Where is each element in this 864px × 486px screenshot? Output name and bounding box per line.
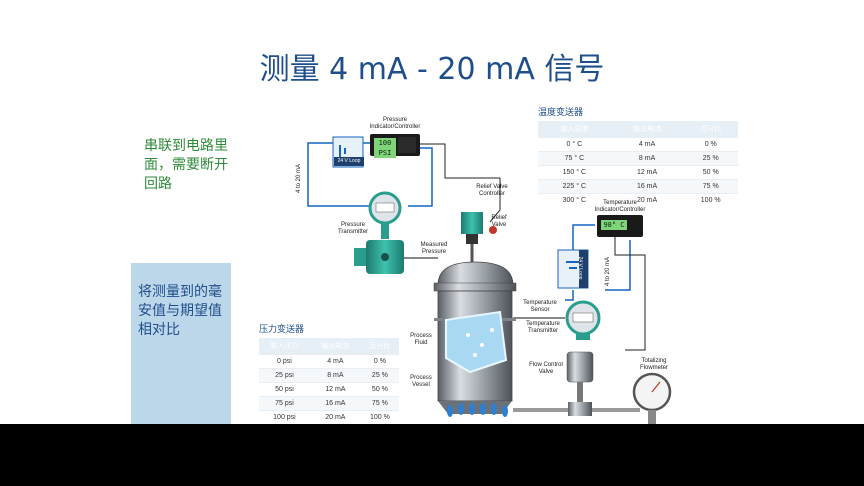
relief-valve-label: Relief Valve <box>491 215 507 228</box>
bottom-black-bar <box>0 424 864 486</box>
table-cell: 12 mA <box>309 382 361 397</box>
column-header: 百分比 <box>360 338 399 355</box>
table-cell: 12 mA <box>610 165 684 180</box>
compare-note: 将测量到的毫安值与期望值相对比 <box>138 284 222 338</box>
right-loop-label: 24 V Loop <box>577 256 583 280</box>
table-cell: 150 ° C <box>538 165 611 180</box>
table-cell: 75 % <box>683 179 738 194</box>
table-cell: 25 psi <box>259 368 310 383</box>
right-current-loop <box>565 224 631 301</box>
table-cell: 100 % <box>683 193 738 207</box>
pressure-table: 输入压力 输出电流 百分比 0 psi 4 mA 0 % 25 psi 8 mA… <box>259 338 399 424</box>
process-vessel <box>433 261 517 414</box>
table-row: 150 ° C 12 mA 50 % <box>538 165 738 180</box>
table-row: 75 ° C 8 mA 25 % <box>538 151 738 166</box>
totalizing-flowmeter <box>632 372 672 424</box>
right-range-label: 4 to 20 mA <box>605 256 611 286</box>
table-row: 50 psi 12 mA 50 % <box>259 382 399 397</box>
table-cell: 50 % <box>683 165 738 180</box>
temperature-table-title: 温度变送器 <box>538 108 584 118</box>
burner-flames <box>447 403 508 417</box>
table-cell: 0 psi <box>259 354 310 369</box>
column-header: 输入温度 <box>538 121 611 138</box>
pressure-controller-label: Pressure Indicator/Controller <box>369 117 421 130</box>
series-connection-note: 串联到电路里面，需要断开回路 <box>144 138 228 192</box>
table-row: 100 psi 20 mA 100 % <box>259 410 399 424</box>
table-cell: 75 ° C <box>538 151 611 166</box>
relief-valve-controller-label: Relief Valve Controller <box>476 184 508 197</box>
column-header: 输入压力 <box>259 338 310 355</box>
table-cell: 16 mA <box>309 396 361 411</box>
temperature-sensor-label: Temperature Sensor <box>523 300 557 313</box>
table-row: 0 ° C 4 mA 0 % <box>538 137 738 152</box>
compare-note-box <box>131 263 231 425</box>
table-cell: 25 % <box>360 368 399 383</box>
table-cell: 8 mA <box>610 151 684 166</box>
table-cell: 20 mA <box>610 193 684 207</box>
flow-control-valve <box>513 351 640 416</box>
totalizing-flowmeter-label: Totalizing Flowmeter <box>639 358 668 371</box>
table-cell: 0 ° C <box>538 137 611 152</box>
table-cell: 8 mA <box>309 368 361 383</box>
table-cell: 20 mA <box>309 410 361 424</box>
table-cell: 16 mA <box>610 179 684 194</box>
measured-pressure-label: Measured Pressure <box>420 242 448 255</box>
column-header: 输出电流 <box>309 338 361 355</box>
pressure-transmitter <box>354 191 438 274</box>
table-cell: 0 % <box>360 354 399 369</box>
table-cell: 75 psi <box>259 396 310 411</box>
table-cell: 0 % <box>683 137 738 152</box>
pressure-table-title: 压力变送器 <box>259 325 305 335</box>
temperature-display: 98° C <box>601 220 627 230</box>
temperature-transmitter-label: Temperature Transmitter <box>526 321 560 334</box>
table-cell: 75 % <box>360 396 399 411</box>
temperature-transmitter <box>513 300 601 340</box>
left-loop-label: 24 V Loop <box>337 158 361 164</box>
left-range-label: 4 to 20 mA <box>296 163 302 193</box>
table-row: 0 psi 4 mA 0 % <box>259 354 399 369</box>
relief-valve <box>461 212 497 262</box>
table-cell: 300 ° C <box>538 193 611 207</box>
column-header: 输出电流 <box>610 121 684 138</box>
table-row: 225 ° C 16 mA 75 % <box>538 179 738 194</box>
table-cell: 225 ° C <box>538 179 611 194</box>
column-header: 百分比 <box>683 121 738 138</box>
table-cell: 25 % <box>683 151 738 166</box>
table-cell: 4 mA <box>309 354 361 369</box>
table-header-row: 输入压力 输出电流 百分比 <box>259 338 399 355</box>
table-row: 75 psi 16 mA 75 % <box>259 396 399 411</box>
pressure-display: 100 PSI <box>374 138 396 158</box>
table-cell: 100 % <box>360 410 399 424</box>
process-vessel-label: Process Vessel <box>410 375 432 388</box>
table-cell: 100 psi <box>259 410 310 424</box>
table-header-row: 输入温度 输出电流 百分比 <box>538 121 738 138</box>
process-fluid-label: Process Fluid <box>410 333 432 346</box>
table-cell: 50 psi <box>259 382 310 397</box>
table-cell: 50 % <box>360 382 399 397</box>
flow-control-valve-label: Flow Control Valve <box>529 362 563 375</box>
table-cell: 4 mA <box>610 137 684 152</box>
temperature-table: 输入温度 输出电流 百分比 0 ° C 4 mA 0 % 75 ° C 8 mA… <box>538 121 738 207</box>
table-row: 25 psi 8 mA 25 % <box>259 368 399 383</box>
pressure-transmitter-label: Pressure Transmitter <box>337 222 369 235</box>
slide-title: 测量 4 mA - 20 mA 信号 <box>259 52 605 87</box>
table-row: 300 ° C 20 mA 100 % <box>538 193 738 207</box>
